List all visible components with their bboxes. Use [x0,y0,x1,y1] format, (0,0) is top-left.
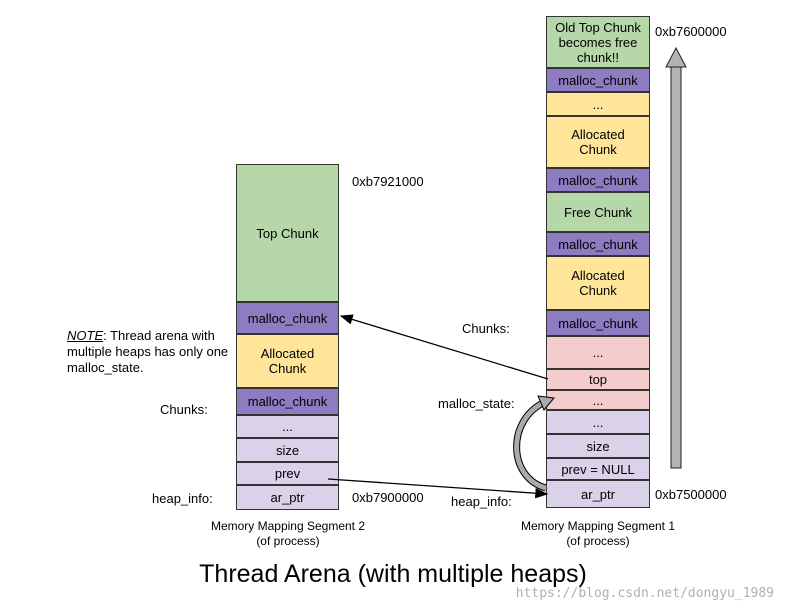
seg1-free-chunk: Free Chunk [546,192,650,232]
seg2-caption: Memory Mapping Segment 2 (of process) [190,519,386,549]
seg1-allocated-chunk-2: Allocated Chunk [546,256,650,310]
growth-arrow-shaft [670,65,682,469]
seg1-malloc-chunk-1: malloc_chunk [546,68,650,92]
arena-note: NOTE: Thread arena with multiple heaps h… [67,328,237,376]
seg2-addr-bottom: 0xb7900000 [352,490,424,505]
seg2-ar-ptr: ar_ptr [236,485,339,510]
seg1-addr-top: 0xb7600000 [655,24,727,39]
seg1-malloc-chunk-2: malloc_chunk [546,168,650,192]
seg1-caption-line1: Memory Mapping Segment 1 [520,519,676,533]
seg1-top-field: top [546,369,650,390]
growth-arrow-head [665,46,687,68]
seg1-allocated-chunk-1: Allocated Chunk [546,116,650,168]
seg1-old-top-chunk: Old Top Chunk becomes free chunk!! [546,16,650,68]
seg2-allocated-chunk: Allocated Chunk [236,334,339,388]
seg1-ellipsis-1: ... [546,92,650,116]
seg1-chunks-label: Chunks: [462,321,510,336]
seg2-caption-line2: (of process) [256,534,320,548]
seg1-heap-info-label: heap_info: [451,494,512,509]
diagram-title: Thread Arena (with multiple heaps) [199,560,587,588]
seg2-caption-line1: Memory Mapping Segment 2 [210,519,366,533]
seg2-ellipsis: ... [236,415,339,438]
seg1-addr-bottom: 0xb7500000 [655,487,727,502]
seg2-addr-top: 0xb7921000 [352,174,424,189]
prev-pointer-arrow [327,478,549,499]
seg1-malloc-state-label: malloc_state: [438,396,515,411]
seg1-prev-null: prev = NULL [546,458,650,480]
note-prefix: NOTE [67,328,104,343]
ar-ptr-curved-arrow [514,399,547,491]
seg1-state-ellipsis: ... [546,336,650,369]
seg1-caption-line2: (of process) [566,534,630,548]
seg1-ar-ptr: ar_ptr [546,480,650,508]
seg1-caption: Memory Mapping Segment 1 (of process) [500,519,696,549]
top-pointer-arrow [339,314,549,380]
seg2-heap-info-label: heap_info: [152,491,213,506]
seg2-malloc-chunk-2: malloc_chunk [236,388,339,415]
curved-arrow-head [537,395,555,411]
seg2-chunks-label: Chunks: [160,402,208,417]
watermark: https://blog.csdn.net/dongyu_1989 [515,586,774,601]
seg1-malloc-chunk-3: malloc_chunk [546,232,650,256]
seg1-size: size [546,434,650,458]
seg1-ellipsis-2: ... [546,410,650,434]
note-text: : Thread arena with multiple heaps has o… [67,328,229,375]
seg2-malloc-chunk-1: malloc_chunk [236,302,339,334]
seg1-malloc-chunk-4: malloc_chunk [546,310,650,336]
seg2-size: size [236,438,339,462]
seg2-prev: prev [236,462,339,485]
seg2-top-chunk: Top Chunk [236,164,339,302]
